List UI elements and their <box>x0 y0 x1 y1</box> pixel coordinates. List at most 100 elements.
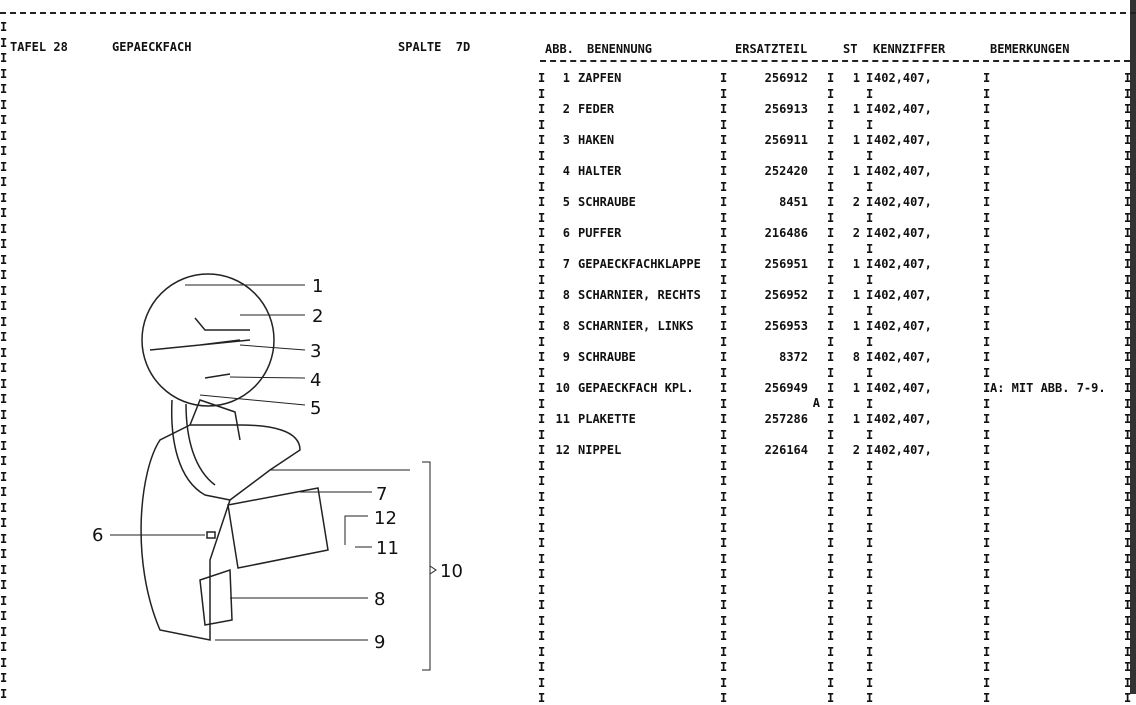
column-separator: I <box>983 520 991 535</box>
column-separator: I <box>866 660 874 674</box>
column-separator: I <box>1124 257 1132 271</box>
column-separator: I <box>866 567 874 581</box>
quantity: 1 <box>852 71 860 85</box>
column-separator: I <box>1124 660 1132 674</box>
column-separator: I <box>866 288 874 302</box>
column-separator: I <box>866 505 874 519</box>
label-3: 3 <box>310 341 321 362</box>
column-separator: I <box>827 365 835 380</box>
column-separator: I <box>866 226 874 240</box>
column-separator: I <box>538 257 546 271</box>
column-separator: I <box>983 691 991 705</box>
housing-body <box>140 424 301 641</box>
remark-marker: A <box>812 396 820 410</box>
column-separator: I <box>720 551 728 566</box>
column-separator: I <box>827 505 835 519</box>
left-margin-separator: I <box>0 330 8 344</box>
column-separator: I <box>866 86 874 101</box>
column-separator: I <box>827 86 835 101</box>
part-name: PLAKETTE <box>578 412 636 426</box>
buffer-part <box>206 531 216 539</box>
column-separator: I <box>827 427 835 442</box>
left-margin-separator: I <box>0 206 8 220</box>
abb-number: 9 <box>562 350 570 364</box>
column-separator: I <box>983 210 991 225</box>
column-separator: I <box>827 613 835 628</box>
left-margin-separator: I <box>0 82 8 96</box>
abb-number: 11 <box>555 412 570 426</box>
column-separator: I <box>866 117 874 132</box>
column-separator: I <box>538 412 546 426</box>
column-separator: I <box>720 443 728 457</box>
label-7: 7 <box>376 484 387 505</box>
column-separator: I <box>538 86 546 101</box>
column-separator: I <box>827 303 835 318</box>
part-name: GEPAECKFACHKLAPPE <box>578 257 701 271</box>
column-separator: I <box>720 241 728 256</box>
column-separator: I <box>827 257 835 271</box>
scan-edge <box>1130 0 1136 694</box>
part-number: 216486 <box>764 226 808 240</box>
column-separator: I <box>827 319 835 333</box>
column-separator: I <box>866 427 874 442</box>
column-separator: I <box>538 381 546 395</box>
column-separator: I <box>983 675 991 690</box>
col-bemerkungen: BEMERKUNGEN <box>990 42 1070 56</box>
column-separator: I <box>1124 148 1132 163</box>
column-separator: I <box>538 629 546 643</box>
column-separator: I <box>1124 691 1132 705</box>
column-separator: I <box>720 210 728 225</box>
left-margin-separator: I <box>0 547 8 561</box>
kennziffer: 402,407, <box>874 102 932 116</box>
column-separator: I <box>866 520 874 535</box>
quantity: 1 <box>852 133 860 147</box>
column-separator: I <box>538 613 546 628</box>
column-separator: I <box>720 179 728 194</box>
label-5: 5 <box>310 398 321 419</box>
column-separator: I <box>866 691 874 705</box>
column-separator: I <box>827 691 835 705</box>
kennziffer: 402,407, <box>874 195 932 209</box>
column-separator: I <box>1124 520 1132 535</box>
column-separator: I <box>538 303 546 318</box>
column-separator: I <box>983 489 991 504</box>
column-separator: I <box>538 427 546 442</box>
part-number: 256911 <box>764 133 808 147</box>
column-separator: I <box>1124 210 1132 225</box>
left-margin-separator: I <box>0 562 8 577</box>
column-separator: I <box>983 505 991 519</box>
column-separator: I <box>1124 458 1132 473</box>
column-separator: I <box>538 133 546 147</box>
quantity: 1 <box>852 381 860 395</box>
column-separator: I <box>720 613 728 628</box>
part-number: 256949 <box>764 381 808 395</box>
column-separator: I <box>720 582 728 597</box>
column-separator: I <box>827 660 835 674</box>
column-separator: I <box>720 598 728 612</box>
column-separator: I <box>1124 474 1132 488</box>
kennziffer: 402,407, <box>874 226 932 240</box>
left-margin-separator: I <box>0 314 8 329</box>
column-separator: I <box>866 582 874 597</box>
column-separator: I <box>983 303 991 318</box>
abb-number: 8 <box>562 288 570 302</box>
part-name: HALTER <box>578 164 622 178</box>
column-separator: I <box>538 536 546 550</box>
column-separator: I <box>983 334 991 349</box>
col-st: ST <box>843 42 858 56</box>
column-separator: I <box>866 179 874 194</box>
column-separator: I <box>866 381 874 395</box>
column-separator: I <box>538 567 546 581</box>
column-separator: I <box>1124 412 1132 426</box>
column-separator: I <box>866 613 874 628</box>
spalte-label: SPALTE 7D <box>398 40 471 54</box>
column-separator: I <box>538 644 546 659</box>
left-margin-separator: I <box>0 345 8 360</box>
column-separator: I <box>538 241 546 256</box>
part-name: SCHRAUBE <box>578 195 636 209</box>
column-separator: I <box>720 629 728 643</box>
column-separator: I <box>1124 226 1132 240</box>
column-separator: I <box>866 598 874 612</box>
column-separator: I <box>1124 536 1132 550</box>
label-1: 1 <box>312 276 323 297</box>
